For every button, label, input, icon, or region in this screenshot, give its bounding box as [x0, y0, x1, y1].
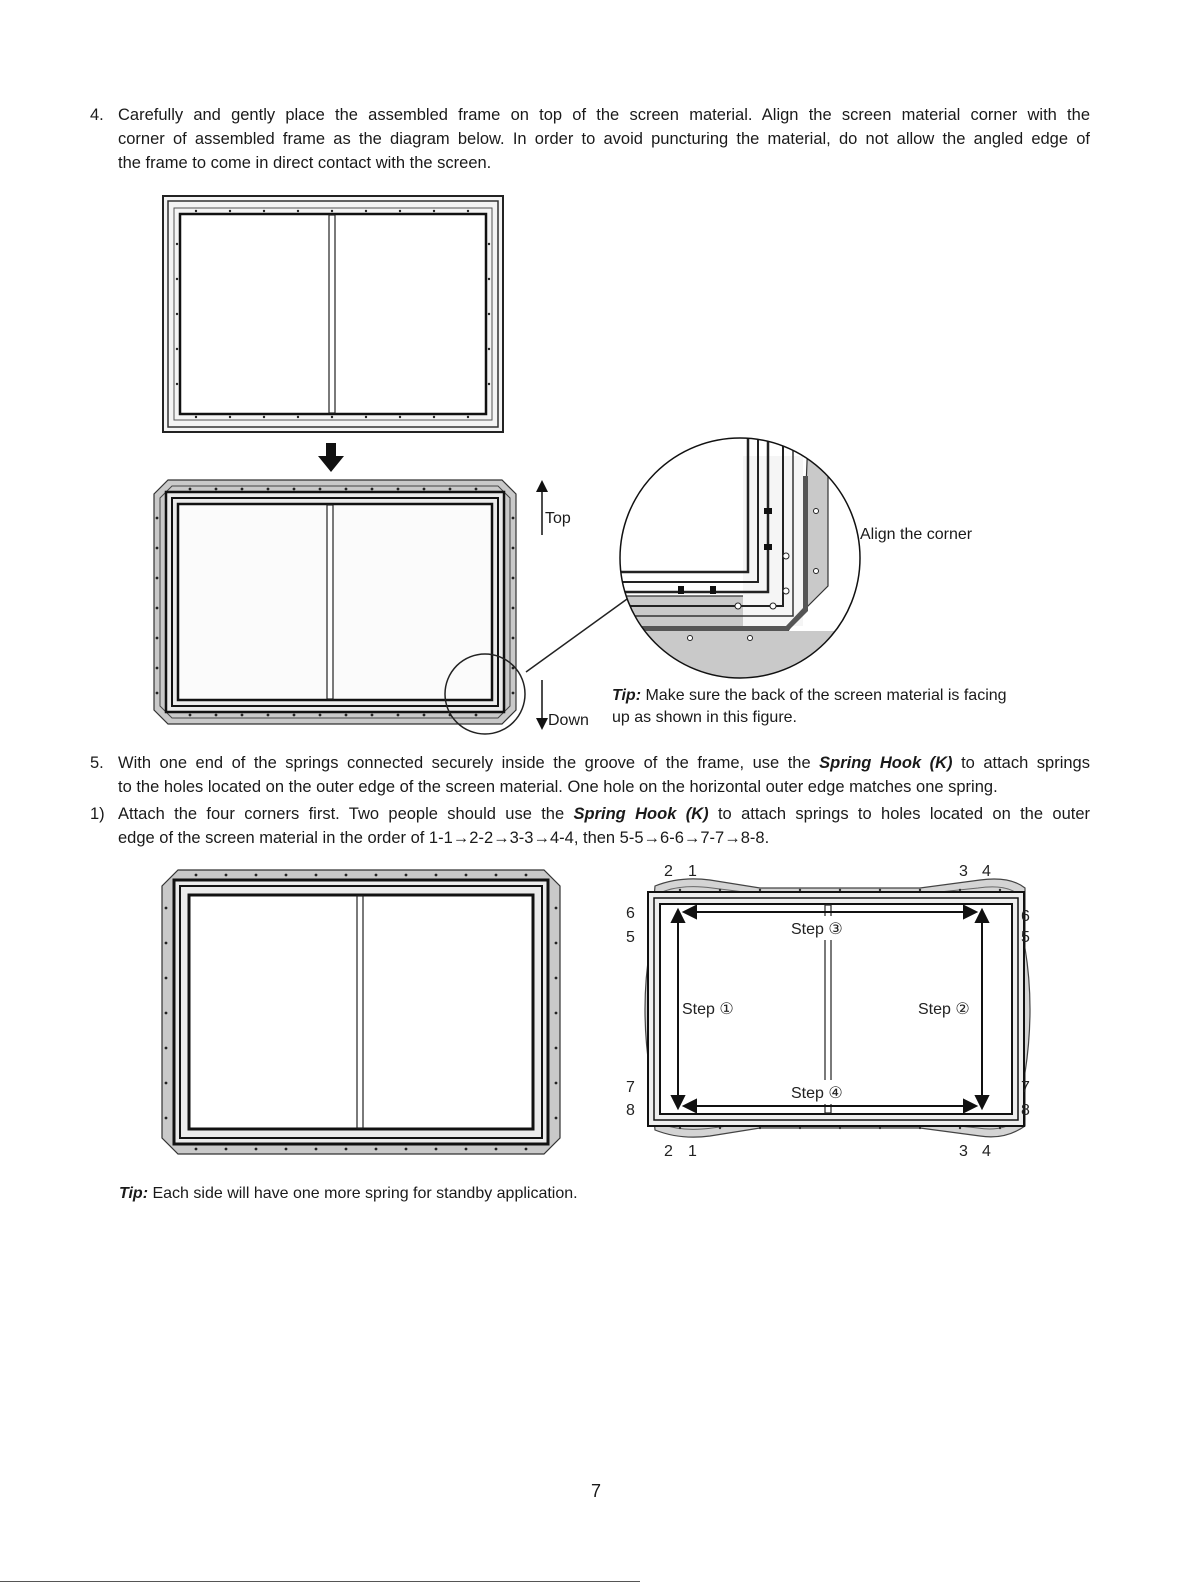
step-5-line-1-text-b: to attach springs [952, 754, 1090, 772]
step-4-paragraph: 4. Carefully and gently place the assemb… [90, 103, 1090, 175]
tip-text-line-2: up as shown in this figure. [612, 709, 797, 726]
step-5-paragraph: 5. With one end of the springs connected… [90, 751, 1090, 799]
tip-2-label: Tip: [119, 1185, 149, 1202]
step-4-line-3: the frame to come in direct contact with… [118, 154, 492, 172]
step-2-label: Step ② [918, 1001, 970, 1018]
step-5-number: 5. [90, 754, 104, 772]
top-number-3: 3 [959, 863, 968, 880]
down-arrow-icon [318, 443, 344, 472]
top-number-4: 4 [982, 863, 991, 880]
right-number-5: 5 [1021, 929, 1030, 946]
substep-1-number: 1) [90, 805, 105, 823]
step-4-line-1: Carefully and gently place the assembled… [118, 106, 1090, 124]
top-arrow-icon [536, 480, 548, 535]
top-label: Top [545, 510, 571, 527]
bottom-number-4: 4 [982, 1143, 991, 1160]
step-1-label: Step ① [682, 1001, 734, 1018]
left-number-8: 8 [626, 1102, 635, 1119]
left-number-7: 7 [626, 1079, 635, 1096]
frame-on-screen-material-figure [153, 479, 526, 735]
magnify-connector-line [525, 593, 635, 673]
left-number-6: 6 [626, 905, 635, 922]
right-number-7: 7 [1021, 1079, 1030, 1096]
assembled-frame-figure [162, 195, 504, 433]
substep-1-line-2: edge of the screen material in the order… [118, 829, 770, 847]
spring-hook-term-2: Spring Hook (K) [573, 805, 709, 823]
frame-with-springs-figure [161, 869, 561, 1155]
tip-text-line-1: Make sure the back of the screen materia… [641, 687, 1007, 704]
substep-1-line-1: Attach the four corners first. Two peopl… [118, 802, 1090, 826]
spring-hook-term: Spring Hook (K) [819, 754, 953, 772]
bottom-number-1: 1 [688, 1143, 697, 1160]
step-4-number: 4. [90, 106, 104, 124]
top-number-1: 1 [688, 863, 697, 880]
bottom-number-2: 2 [664, 1143, 673, 1160]
align-corner-label: Align the corner [860, 526, 973, 543]
tip-2-text: Each side will have one more spring for … [148, 1185, 578, 1202]
step-5-line-2: to the holes located on the outer edge o… [118, 778, 998, 796]
right-number-6: 6 [1021, 908, 1030, 925]
step-5-line-1-text-a: With one end of the springs connected se… [118, 754, 820, 772]
step-4-label: Step ④ [791, 1085, 843, 1102]
corner-magnified-detail [619, 437, 861, 679]
spring-order-diagram: 2 1 3 4 2 1 3 4 6 5 7 8 6 5 7 8 Step ① S… [626, 863, 1031, 1160]
bottom-number-3: 3 [959, 1143, 968, 1160]
page-number: 7 [590, 1481, 601, 1501]
down-label: Down [548, 712, 589, 729]
right-number-8: 8 [1021, 1102, 1030, 1119]
step-3-label: Step ③ [791, 921, 843, 938]
step-5-line-1: With one end of the springs connected se… [118, 751, 1090, 775]
tip-standby-spring: Tip: Each side will have one more spring… [119, 1183, 819, 1205]
substep-1-paragraph: 1) Attach the four corners first. Two pe… [90, 802, 1090, 850]
down-direction-arrow-icon [536, 680, 548, 730]
step-4-line-2: corner of assembled frame as the diagram… [118, 130, 1090, 148]
bottom-divider [0, 1581, 640, 1582]
top-number-2: 2 [664, 863, 673, 880]
substep-1-line-1-text-a: Attach the four corners first. Two peopl… [118, 805, 574, 823]
tip-label: Tip: [612, 687, 642, 704]
tip-back-facing-up: Tip: Make sure the back of the screen ma… [612, 685, 1082, 729]
left-number-5: 5 [626, 929, 635, 946]
substep-1-line-1-text-b: to attach springs to holes located on th… [708, 805, 1090, 823]
